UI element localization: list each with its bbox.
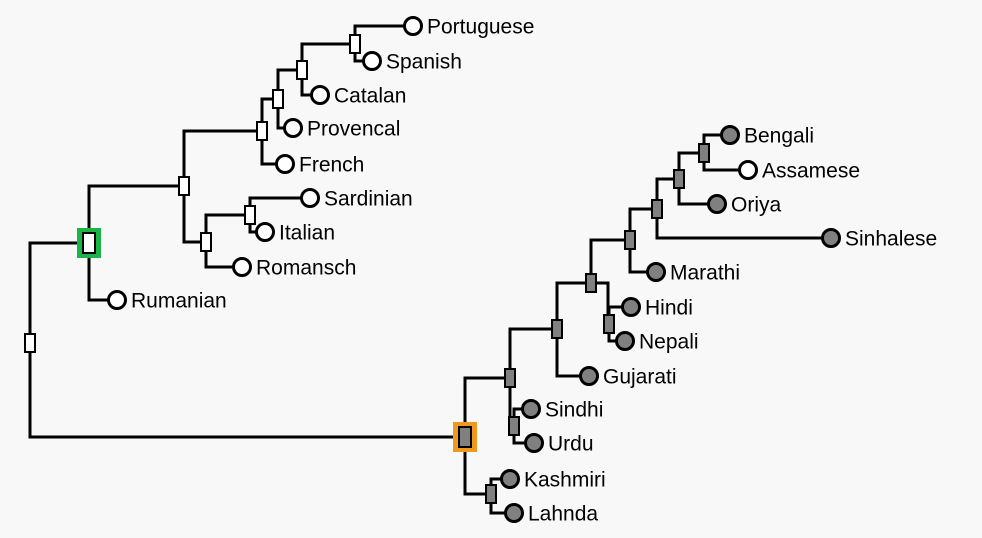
leaf-labels: PortugueseSpanishCatalanProvencalFrenchS… (131, 16, 937, 526)
leaf-label-marathi: Marathi (670, 262, 740, 285)
node-marker (178, 176, 190, 196)
leaf-tip-hindi (621, 297, 641, 317)
leaf-label-portuguese: Portuguese (427, 16, 534, 39)
node-marker (508, 416, 520, 436)
leaf-label-assamese: Assamese (762, 160, 860, 183)
leaf-tip-spanish (362, 51, 382, 71)
leaf-label-oriya: Oriya (731, 194, 781, 217)
leaf-tip-italian (255, 222, 275, 242)
leaf-label-gujarati: Gujarati (603, 366, 677, 389)
leaf-label-sinhalese: Sinhalese (845, 228, 937, 251)
leaf-tip-oriya (707, 194, 727, 214)
leaf-label-french: French (299, 154, 364, 177)
leaf-tip-bengali (720, 125, 740, 145)
node-marker (296, 60, 308, 80)
leaf-tip-sinhalese (821, 228, 841, 248)
leaf-tip-urdu (524, 433, 544, 453)
leaf-tip-kashmiri (500, 469, 520, 489)
node-marker (504, 368, 516, 388)
leaf-tip-assamese (738, 160, 758, 180)
node-markers (24, 34, 710, 504)
tree-branch (463, 376, 512, 439)
leaf-label-sindhi: Sindhi (545, 399, 603, 422)
tree-branch (28, 129, 264, 245)
leaf-label-italian: Italian (279, 222, 335, 245)
tree-branch (28, 241, 467, 439)
tree-branch (555, 281, 593, 331)
node-marker (673, 169, 685, 189)
node-marker (24, 333, 36, 353)
node-marker (485, 484, 497, 504)
tree-branch (300, 42, 374, 72)
node-marker (458, 426, 472, 448)
tree-branch (463, 435, 493, 496)
leaf-label-urdu: Urdu (548, 433, 594, 456)
node-marker (349, 34, 361, 54)
leaf-tips (107, 16, 841, 523)
node-marker (585, 273, 597, 293)
leaf-label-lahnda: Lahnda (528, 503, 598, 526)
leaf-label-nepali: Nepali (639, 331, 699, 354)
leaf-label-hindi: Hindi (645, 297, 693, 320)
node-marker (624, 230, 636, 250)
leaf-tip-portuguese (403, 16, 423, 36)
leaf-label-bengali: Bengali (744, 125, 814, 148)
leaf-label-rumanian: Rumanian (131, 290, 227, 313)
leaf-tip-sindhi (521, 399, 541, 419)
node-marker (200, 232, 212, 252)
leaf-label-kashmiri: Kashmiri (524, 469, 606, 492)
leaf-tip-catalan (310, 85, 330, 105)
leaf-tip-gujarati (579, 366, 599, 386)
leaf-tip-romansch (232, 257, 252, 277)
node-marker (603, 314, 615, 334)
leaf-tip-lahnda (504, 503, 524, 523)
leaf-tip-sardinian (300, 188, 320, 208)
node-marker (551, 319, 563, 339)
leaf-tip-french (275, 154, 295, 174)
node-marker (244, 205, 256, 225)
node-marker (82, 232, 96, 254)
leaf-tip-nepali (615, 331, 635, 351)
node-marker (651, 199, 663, 219)
node-marker (698, 143, 710, 163)
leaf-label-provencal: Provencal (307, 118, 400, 141)
tree-branch (508, 327, 559, 380)
leaf-label-spanish: Spanish (386, 51, 462, 74)
tree-branch (182, 184, 208, 244)
leaf-tip-rumanian (107, 290, 127, 310)
leaf-tip-provencal (283, 118, 303, 138)
leaf-label-sardinian: Sardinian (324, 188, 413, 211)
tree-branch (589, 238, 632, 285)
leaf-label-catalan: Catalan (334, 85, 406, 108)
leaf-tip-marathi (646, 262, 666, 282)
node-marker (256, 121, 268, 141)
tree-branch (628, 207, 659, 242)
node-marker (272, 89, 284, 109)
leaf-label-romansch: Romansch (256, 257, 356, 280)
tree-branch (555, 327, 591, 378)
